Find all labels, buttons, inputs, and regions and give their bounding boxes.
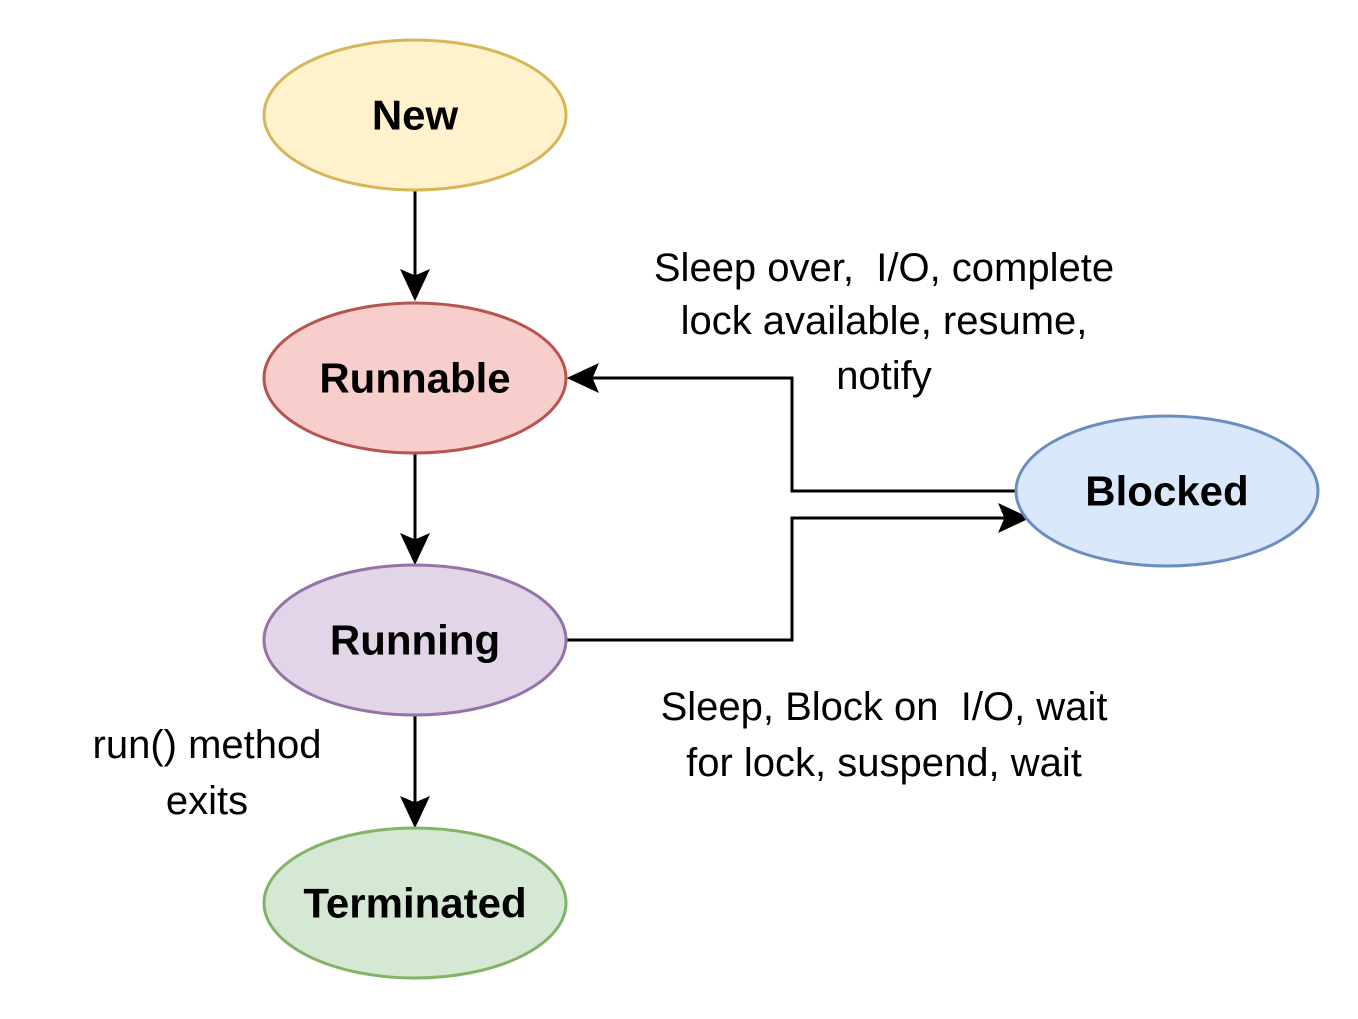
edge-running-to-blocked (567, 502, 1031, 642)
arrowhead (566, 362, 599, 394)
edges (399, 190, 1031, 829)
label-running-to-blocked-line: Sleep, Block on I/O, wait (661, 685, 1108, 729)
state-terminated-label: Terminated (303, 880, 526, 927)
state-new-label: New (372, 92, 459, 139)
edge-new-to-runnable (399, 190, 431, 302)
arrowhead (998, 502, 1031, 534)
state-new: New (262, 38, 568, 192)
label-running-to-blocked: Sleep, Block on I/O, wait for lock, susp… (661, 685, 1108, 785)
state-terminated-shape (262, 826, 568, 980)
state-running-label: Running (330, 617, 500, 664)
edge-blocked-to-runnable (566, 362, 1017, 493)
label-blocked-to-runnable-line: lock available, resume, (681, 299, 1088, 343)
arrowhead (399, 533, 431, 566)
state-runnable-shape (262, 301, 568, 455)
state-runnable: Runnable (262, 301, 568, 455)
label-running-to-terminated: run() method exits (93, 723, 322, 823)
label-blocked-to-runnable-line: notify (836, 354, 932, 398)
state-running: Running (262, 563, 568, 717)
state-blocked-shape (1014, 414, 1320, 568)
state-running-shape (262, 563, 568, 717)
arrowhead (399, 269, 431, 302)
edge-running-to-terminated (399, 716, 431, 829)
label-blocked-to-runnable: Sleep over, I/O, complete lock available… (654, 246, 1114, 398)
state-runnable-label: Runnable (319, 355, 510, 402)
state-blocked-label: Blocked (1085, 468, 1248, 515)
label-running-to-blocked-line: for lock, suspend, wait (686, 741, 1082, 785)
label-blocked-to-runnable-line: Sleep over, I/O, complete (654, 246, 1114, 290)
edge-runnable-to-running (399, 454, 431, 566)
label-running-to-terminated-line: exits (166, 779, 248, 823)
state-new-shape (262, 38, 568, 192)
label-running-to-terminated-line: run() method (93, 723, 322, 767)
state-terminated: Terminated (262, 826, 568, 980)
state-blocked: Blocked (1014, 414, 1320, 568)
arrowhead (399, 796, 431, 829)
